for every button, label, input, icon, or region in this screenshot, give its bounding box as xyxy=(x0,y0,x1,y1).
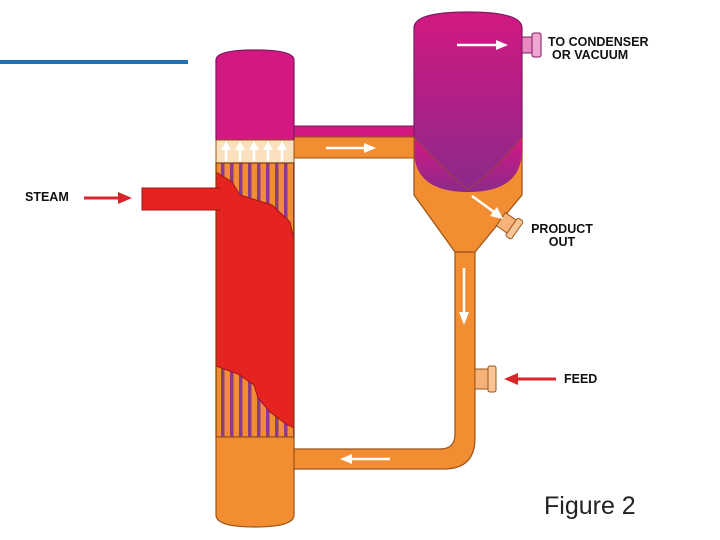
flow-arrow-left xyxy=(340,454,390,464)
header-rule xyxy=(0,60,188,64)
steam-label: STEAM xyxy=(25,190,69,204)
flow-arrow-vapor-out xyxy=(457,40,508,50)
condenser-label-line2: OR VACUUM xyxy=(552,48,629,62)
condenser-label-line1: TO CONDENSER xyxy=(548,35,649,49)
condenser-label: TO CONDENSER OR VACUUM xyxy=(548,36,648,62)
steam-inlet-join xyxy=(214,189,222,209)
product-out-nozzle xyxy=(495,211,524,240)
vapor-rise-arrow xyxy=(235,141,245,161)
vapor-rise-arrow xyxy=(221,141,231,161)
flow-arrow-down xyxy=(459,268,469,325)
column-bottom xyxy=(215,436,295,528)
figure-caption: Figure 2 xyxy=(544,492,636,520)
flow-arrow-product xyxy=(471,194,503,219)
vapor-pipe-upper xyxy=(285,125,415,138)
feed-nozzle-flange xyxy=(487,365,497,393)
separator-vapor-bottom xyxy=(414,138,522,192)
steam-chest xyxy=(215,171,295,429)
vapor-rise-arrow xyxy=(263,141,273,161)
condenser-nozzle-flange xyxy=(531,32,542,58)
column-vapor-head xyxy=(215,49,295,141)
vapor-up-arrows xyxy=(221,141,287,161)
feed-nozzle xyxy=(474,368,489,390)
feed-arrow-icon xyxy=(504,373,556,385)
vapor-rise-arrow xyxy=(249,141,259,161)
return-line xyxy=(289,251,476,470)
product-out-label: PRODUCT OUT xyxy=(525,223,599,249)
flow-arrow-right xyxy=(326,143,376,153)
product-out-label-line1: PRODUCT xyxy=(531,222,593,236)
feed-label: FEED xyxy=(564,372,598,386)
steam-arrow-icon xyxy=(84,192,132,204)
steam-inlet-pipe xyxy=(141,187,221,211)
vapor-rise-arrow xyxy=(277,141,287,161)
product-out-label-line2: OUT xyxy=(548,235,576,249)
